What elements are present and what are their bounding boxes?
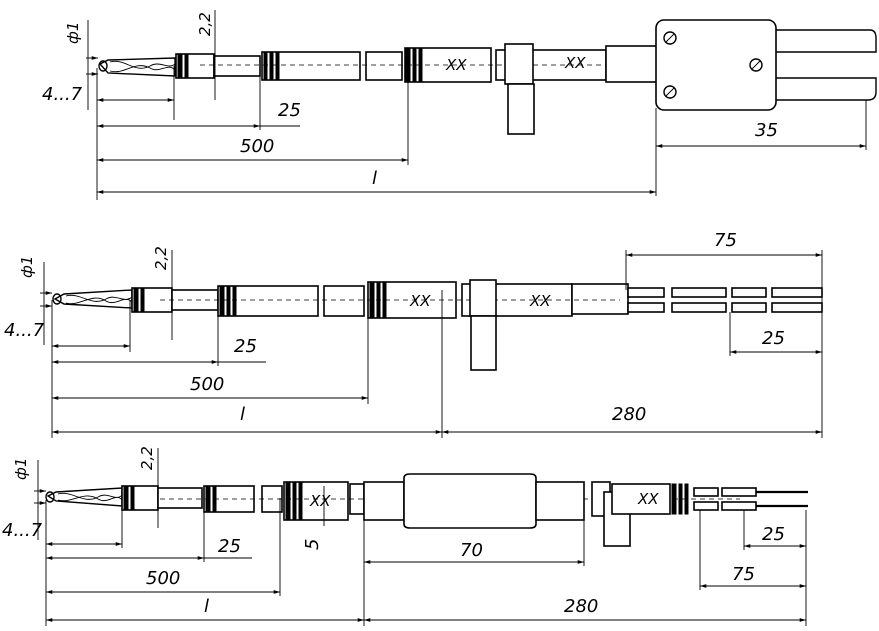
mounting-bracket [504,43,535,135]
diagram-1-sensor-with-connector: ХХ ХХ [42,10,877,200]
dim-500-label: 500 [240,136,274,157]
tip-length-label: 4...7 [2,520,43,541]
lead-wires [693,487,808,511]
marking-label: ХХ [309,492,331,510]
mounting-bracket [591,481,689,547]
dim-280-label: 280 [564,596,598,617]
connector-head [605,19,877,111]
mounting-bracket [469,279,497,371]
marking-label-2: ХХ [637,490,659,508]
probe-tip [52,289,133,309]
marking-label-2: ХХ [564,54,586,72]
protective-sleeve [363,473,585,529]
dim-5-label: 5 [302,539,323,550]
lead-wires [627,287,823,313]
tip-length-label: 4...7 [4,320,45,341]
dim-280-label: 280 [612,404,646,425]
dim-25-label: 25 [278,100,301,121]
marking-label-2: ХХ [529,292,551,310]
probe-tip [45,487,123,507]
dim-25-label: 25 [218,536,241,557]
sheath-diameter-label: 2,2 [196,12,214,36]
dim-l-label: l [240,404,245,425]
dim-500-label: 500 [146,568,180,589]
tip-diameter-label: ф1 [18,256,36,278]
dimensions-2 [40,250,823,438]
tip-diameter-label: ф1 [64,22,82,44]
dim-l-label: l [204,596,209,617]
dimensions-1 [86,10,867,200]
sheath-diameter-label: 2,2 [152,246,170,270]
dimensions-3 [34,448,807,626]
tip-length-label: 4...7 [42,84,83,105]
dim-25-label: 25 [234,336,257,357]
dim-25-leads-label: 25 [762,328,785,349]
dim-75-label: 75 [732,564,755,585]
dim-l-label: l [372,168,377,189]
marking-label: ХХ [409,292,431,310]
sheath-diameter-label: 2,2 [138,446,156,470]
tip-diameter-label: ф1 [12,458,30,480]
dim-500-label: 500 [190,374,224,395]
sheath [131,281,629,319]
dim-70-label: 70 [460,540,483,561]
diagram-3-sensor-with-sleeve: ХХ ХХ [2,446,808,626]
dim-35-label: 35 [755,120,778,141]
dim-25-leads-label: 25 [762,524,785,545]
dim-75-label: 75 [714,230,737,251]
diagram-2-sensor-with-leads: ХХ ХХ [4,230,823,438]
sheath [175,47,650,83]
marking-label: ХХ [445,56,467,74]
probe-tip [98,57,176,77]
